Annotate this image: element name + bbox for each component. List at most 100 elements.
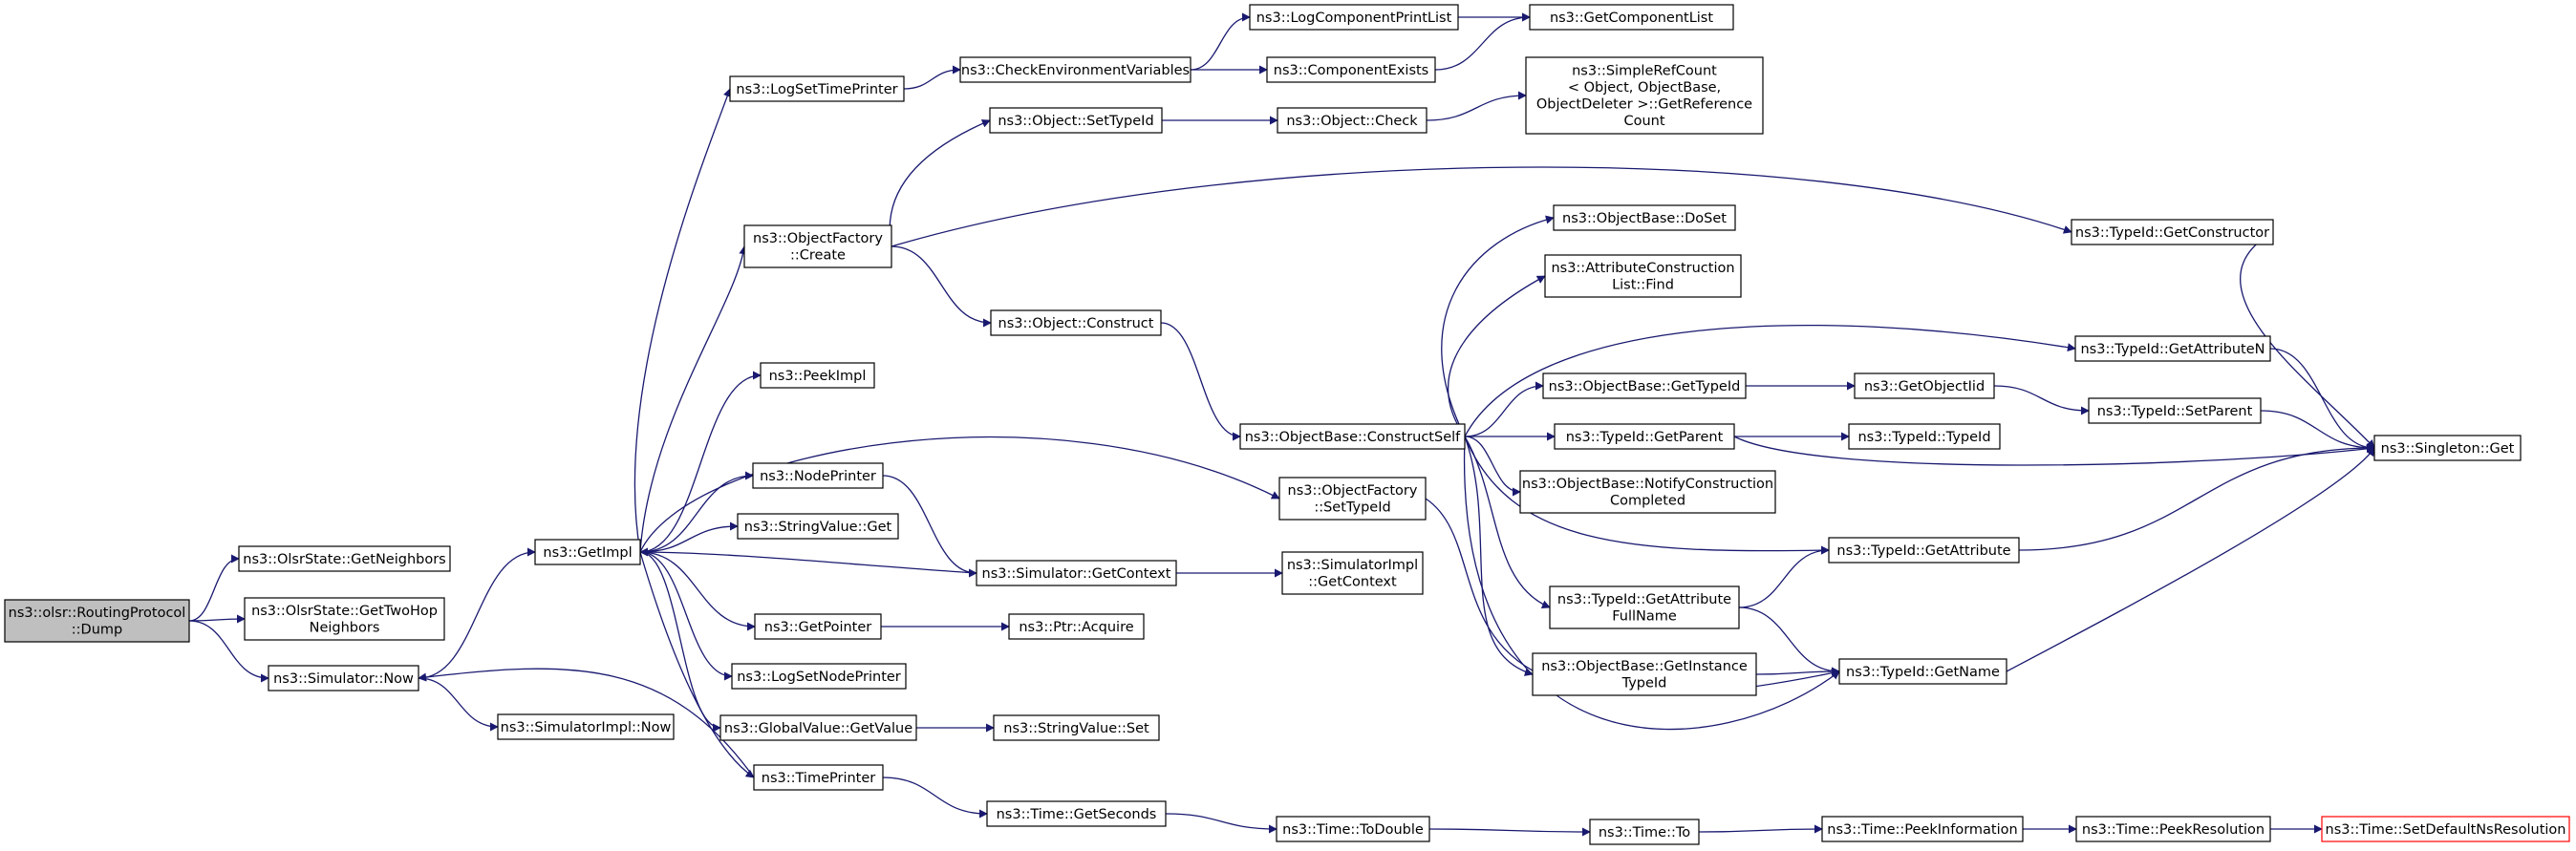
node-label: ns3::ComponentExists xyxy=(1274,63,1429,78)
node-type-id-type-id[interactable]: ns3::TypeId::TypeId xyxy=(1848,423,2001,450)
node-label: ns3::Time::To xyxy=(1599,825,1690,840)
node-time-peek-info[interactable]: ns3::Time::PeekInformation xyxy=(1821,816,2024,842)
node-type-id-get-attribute[interactable]: ns3::TypeId::GetAttribute xyxy=(1828,537,2020,564)
node-log-comp-print-list[interactable]: ns3::LogComponentPrintList xyxy=(1249,4,1459,31)
node-type-id-get-parent[interactable]: ns3::TypeId::GetParent xyxy=(1554,423,1735,450)
node-get-pointer[interactable]: ns3::GetPointer xyxy=(754,613,882,640)
node-obj-base-do-set[interactable]: ns3::ObjectBase::DoSet xyxy=(1553,204,1736,231)
node-box xyxy=(754,613,882,640)
node-box xyxy=(1554,423,1735,450)
node-obj-factory-set-type-id[interactable]: ns3::ObjectFactory::SetTypeId xyxy=(1278,477,1427,521)
node-obj-construct[interactable]: ns3::Object::Construct xyxy=(990,309,1162,336)
node-string-value-get[interactable]: ns3::StringValue::Get xyxy=(737,513,899,540)
node-time-peek-res[interactable]: ns3::Time::PeekResolution xyxy=(2075,816,2271,842)
node-box xyxy=(1276,816,1430,842)
node-box xyxy=(1838,658,2007,685)
node-box xyxy=(993,714,1160,741)
node-get-neighbors[interactable]: ns3::OlsrState::GetNeighbors xyxy=(238,545,451,572)
node-box xyxy=(743,224,892,268)
call-edge xyxy=(639,471,754,553)
node-box xyxy=(731,663,907,690)
node-obj-factory-create[interactable]: ns3::ObjectFactory::Create xyxy=(743,224,892,268)
node-label: FullName xyxy=(1612,609,1677,625)
node-box xyxy=(1589,819,1700,845)
node-box xyxy=(753,764,884,791)
node-box xyxy=(2321,816,2570,842)
node-label: Neighbors xyxy=(310,621,380,636)
node-box xyxy=(986,800,1167,827)
node-obj-check[interactable]: ns3::Object::Check xyxy=(1277,107,1428,134)
node-obj-base-get-type-id[interactable]: ns3::ObjectBase::GetTypeId xyxy=(1542,372,1747,399)
node-box xyxy=(2088,397,2262,424)
node-time-get-seconds[interactable]: ns3::Time::GetSeconds xyxy=(986,800,1167,827)
node-log-set-time-printer[interactable]: ns3::LogSetTimePrinter xyxy=(729,75,905,102)
node-label: ns3::LogSetNodePrinter xyxy=(737,670,901,685)
node-box xyxy=(1519,470,1776,514)
node-string-value-set[interactable]: ns3::StringValue::Set xyxy=(993,714,1160,741)
node-sim-get-context[interactable]: ns3::Simulator::GetContext xyxy=(976,560,1177,586)
node-type-id-get-name[interactable]: ns3::TypeId::GetName xyxy=(1838,658,2007,685)
call-edge xyxy=(639,371,762,553)
call-edge xyxy=(1993,385,2090,415)
call-edge xyxy=(639,245,748,553)
node-box xyxy=(760,362,875,389)
node-singleton-get[interactable]: ns3::Singleton::Get xyxy=(2373,435,2522,461)
node-obj-set-type-id[interactable]: ns3::Object::SetTypeId xyxy=(989,107,1163,134)
node-get-object-iid[interactable]: ns3::GetObjectIid xyxy=(1854,372,1995,399)
node-get-comp-list[interactable]: ns3::GetComponentList xyxy=(1529,4,1734,31)
call-edge xyxy=(891,166,2072,247)
call-edge xyxy=(1428,827,1591,837)
node-peek-impl[interactable]: ns3::PeekImpl xyxy=(760,362,875,389)
node-label: ::Dump xyxy=(72,623,122,638)
node-obj-base-notify[interactable]: ns3::ObjectBase::NotifyConstructionCompl… xyxy=(1519,470,1776,514)
node-label: TypeId xyxy=(1621,676,1667,691)
node-comp-exists[interactable]: ns3::ComponentExists xyxy=(1266,56,1436,83)
call-edge xyxy=(2018,443,2375,551)
node-check-env[interactable]: ns3::CheckEnvironmentVariables xyxy=(959,56,1191,83)
node-node-printer[interactable]: ns3::NodePrinter xyxy=(752,462,884,489)
node-sim-impl-get-context[interactable]: ns3::SimulatorImpl::GetContext xyxy=(1281,551,1424,595)
node-time-printer[interactable]: ns3::TimePrinter xyxy=(753,764,884,791)
node-label: ns3::Time::SetDefaultNsResolution xyxy=(2326,822,2566,838)
node-label: ::Create xyxy=(790,248,846,264)
node-label: ns3::StringValue::Set xyxy=(1003,721,1149,736)
call-edge xyxy=(882,475,977,578)
node-box xyxy=(2075,816,2271,842)
node-label: ns3::TypeId::GetName xyxy=(1846,665,2000,680)
node-sim-now[interactable]: ns3::Simulator::Now xyxy=(268,665,419,691)
call-edge xyxy=(639,521,739,553)
node-label: ns3::Time::ToDouble xyxy=(1282,822,1424,838)
node-ptr-acquire[interactable]: ns3::Ptr::Acquire xyxy=(1008,613,1145,640)
node-type-id-set-parent[interactable]: ns3::TypeId::SetParent xyxy=(2088,397,2262,424)
node-label: ns3::StringValue::Get xyxy=(744,520,892,535)
node-label: ns3::GlobalValue::GetValue xyxy=(724,721,912,736)
node-time-to[interactable]: ns3::Time::To xyxy=(1589,819,1700,845)
node-sim-impl-now[interactable]: ns3::SimulatorImpl::Now xyxy=(497,713,675,740)
node-box xyxy=(1008,613,1145,640)
call-edge xyxy=(1733,436,2375,466)
node-log-set-node-printer[interactable]: ns3::LogSetNodePrinter xyxy=(731,663,907,690)
node-time-to-double[interactable]: ns3::Time::ToDouble xyxy=(1276,816,1430,842)
node-type-id-get-attr-n[interactable]: ns3::TypeId::GetAttributeN xyxy=(2074,335,2271,362)
node-get-impl[interactable]: ns3::GetImpl xyxy=(534,539,641,565)
node-label: ns3::NodePrinter xyxy=(760,469,876,484)
node-box xyxy=(1278,477,1427,521)
call-edge xyxy=(1160,322,1241,441)
call-edge xyxy=(639,551,733,681)
node-global-value-get-value[interactable]: ns3::GlobalValue::GetValue xyxy=(719,714,917,741)
node-box xyxy=(1281,551,1424,595)
node-time-set-default-ns[interactable]: ns3::Time::SetDefaultNsResolution xyxy=(2321,816,2570,842)
node-dump[interactable]: ns3::olsr::RoutingProtocol::Dump xyxy=(4,599,190,643)
node-simple-ref-count[interactable]: ns3::SimpleRefCount< Object, ObjectBase,… xyxy=(1525,56,1764,135)
node-obj-base-construct-self[interactable]: ns3::ObjectBase::ConstructSelf xyxy=(1239,423,1466,450)
nodes: ns3::olsr::RoutingProtocol::Dump ns3::Ols… xyxy=(4,4,2570,845)
node-label: ObjectDeleter >::GetReference xyxy=(1536,97,1752,113)
call-edge xyxy=(188,620,269,683)
call-edge xyxy=(1738,545,1830,608)
node-type-id-get-constructor[interactable]: ns3::TypeId::GetConstructor xyxy=(2071,219,2274,245)
node-label: ns3::TypeId::GetAttribute xyxy=(1557,592,1731,607)
